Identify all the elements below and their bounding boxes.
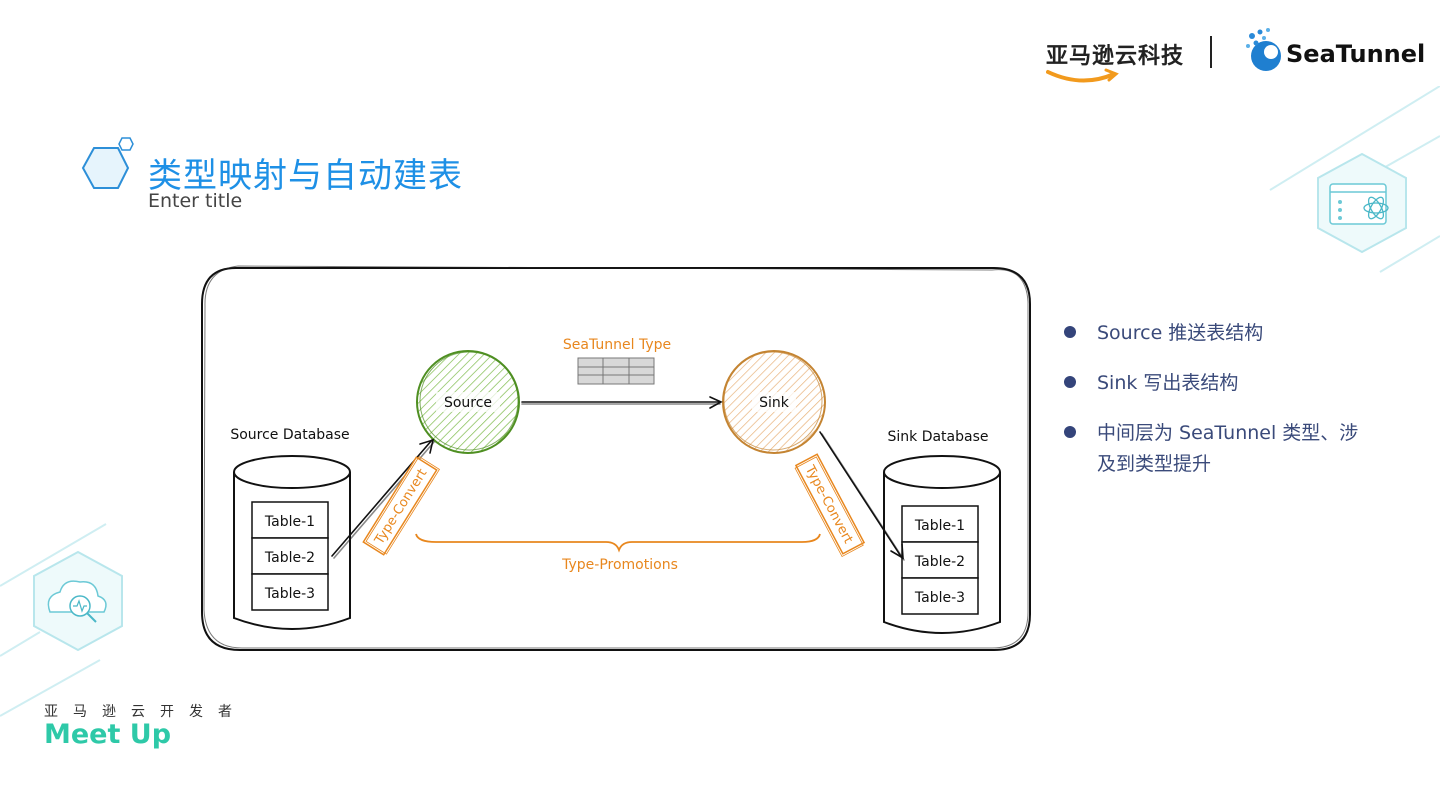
top-right-decoration (1269, 86, 1440, 273)
bullet-item: 中间层为 SeaTunnel 类型、涉及到类型提升 (1064, 418, 1364, 480)
sink-table-item: Table-3 (914, 590, 965, 606)
footer-org-text: 亚马逊云开发者 (44, 704, 247, 720)
seatunnel-logo-icon (1246, 28, 1281, 71)
type-convert-left-label: Type-Convert (372, 466, 431, 548)
sink-table-item: Table-2 (914, 554, 965, 570)
bullet-dot-icon (1064, 326, 1076, 338)
bullet-item: Sink 写出表结构 (1064, 368, 1364, 399)
sink-table-list: Table-1 Table-2 Table-3 (901, 505, 979, 615)
bullet-list: Source 推送表结构 Sink 写出表结构 中间层为 SeaTunnel 类… (1064, 318, 1364, 499)
flow-arrows (331, 396, 905, 561)
diagram-frame (201, 267, 1031, 651)
type-mapping-diagram: Source Database Table-1 Table-2 Table-3 … (201, 265, 1031, 651)
cloud-analytics-icon (47, 580, 107, 623)
sink-node: Sink (722, 350, 826, 454)
seatunnel-brand-text: SeaTunnel (1286, 40, 1426, 68)
bullet-text: 中间层为 SeaTunnel 类型、涉及到类型提升 (1097, 422, 1359, 475)
bullet-text: Source 推送表结构 (1097, 322, 1264, 344)
seatunnel-type-label: SeaTunnel Type (563, 337, 671, 353)
bullet-dot-icon (1064, 376, 1076, 388)
bullet-dot-icon (1064, 426, 1076, 438)
bullet-item: Source 推送表结构 (1064, 318, 1364, 349)
table-grid-icon (577, 357, 655, 385)
logo-separator (1210, 36, 1212, 68)
source-node: Source (416, 350, 520, 454)
type-promotions-brace (415, 533, 821, 553)
sink-database-label: Sink Database (887, 429, 988, 445)
source-node-label: Source (444, 395, 492, 411)
bullet-text: Sink 写出表结构 (1097, 372, 1239, 394)
amazon-smile-icon (1046, 68, 1119, 83)
bottom-left-decoration (0, 523, 123, 717)
slide-subtitle: Enter title (148, 190, 243, 212)
source-database-label: Source Database (230, 427, 349, 443)
source-table-item: Table-3 (264, 586, 315, 602)
source-table-item: Table-1 (264, 514, 315, 530)
sink-node-label: Sink (759, 395, 790, 411)
settings-panel-icon (1329, 183, 1389, 225)
sink-table-item: Table-1 (914, 518, 965, 534)
type-promotions-label: Type-Promotions (561, 557, 678, 573)
source-table-list: Table-1 Table-2 Table-3 (251, 501, 329, 611)
amazon-cloud-logo-text: 亚马逊云科技 (1046, 44, 1185, 69)
footer-meetup-text: Meet Up (44, 719, 172, 750)
hexagon-title-icon (81, 137, 134, 189)
source-table-item: Table-2 (264, 550, 315, 566)
slide-title: 类型映射与自动建表 (148, 156, 463, 196)
